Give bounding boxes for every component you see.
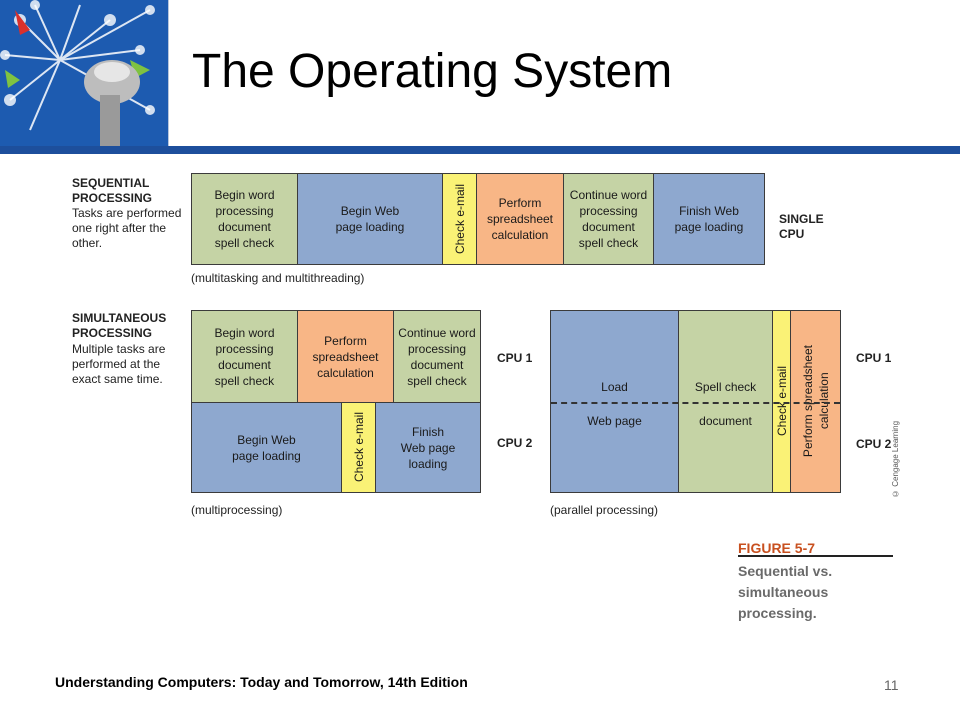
multi-cpu1-spreadsheet: Perform spreadsheet calculation (297, 310, 394, 403)
dandelion-logo (0, 0, 168, 146)
multi-cpu1-continue-word: Continue word processing document spell … (393, 310, 481, 403)
sequential-caption: (multitasking and multithreading) (191, 271, 365, 285)
multi-cpu1-label: CPU 1 (497, 351, 533, 365)
multi-cpu2-label: CPU 2 (497, 436, 533, 450)
figure-label: FIGURE 5-7 (738, 540, 816, 556)
parallel-cpu1-label: CPU 1 (856, 351, 892, 365)
parallel-caption: (parallel processing) (550, 503, 659, 517)
parallel-load-web: Load Web page (550, 310, 679, 493)
parallel-spell-check: Spell check document (678, 310, 773, 493)
multi-cpu2-check-email: Check e-mail (341, 402, 376, 493)
multi-cpu1-begin-word: Begin word processing document spell che… (191, 310, 298, 403)
multi-cpu2-begin-web: Begin Web page loading (191, 402, 342, 493)
page-number: 11 (884, 677, 899, 693)
seq-block-begin-word: Begin word processing document spell che… (191, 173, 298, 265)
header-divider-line (168, 0, 169, 146)
simultaneous-description: Multiple tasks are performed at the exac… (72, 342, 166, 386)
slide-title: The Operating System (192, 45, 673, 98)
parallel-spell-top: Spell check (694, 380, 757, 394)
figure-rule (738, 555, 893, 557)
parallel-load-top: Load (601, 380, 628, 394)
parallel-spreadsheet: Perform spreadsheet calculation (790, 310, 841, 493)
copyright-credit: © Cengage Learning (891, 420, 900, 498)
dandelion-logo-graphic (0, 0, 168, 146)
multi-cpu2-finish-web: Finish Web page loading (375, 402, 481, 493)
seq-block-check-email: Check e-mail (442, 173, 477, 265)
parallel-load-bottom: Web page (587, 414, 642, 428)
simultaneous-heading: SIMULTANEOUS PROCESSING (72, 311, 167, 340)
parallel-cpu-divider (551, 402, 840, 404)
sequential-heading: SEQUENTIAL PROCESSING (72, 176, 153, 205)
parallel-cpu2-label: CPU 2 (856, 437, 892, 451)
header-band (0, 146, 960, 154)
footer-text: Understanding Computers: Today and Tomor… (55, 674, 468, 690)
seq-block-continue-word: Continue word processing document spell … (563, 173, 654, 265)
seq-block-begin-web: Begin Web page loading (297, 173, 443, 265)
seq-block-spreadsheet: Perform spreadsheet calculation (476, 173, 564, 265)
sequential-description: Tasks are performed one right after the … (72, 206, 182, 250)
seq-block-finish-web: Finish Web page loading (653, 173, 765, 265)
figure-description: Sequential vs. simultaneous processing. (738, 563, 833, 621)
parallel-spell-bottom: document (699, 414, 752, 428)
single-cpu-label: SINGLE CPU (779, 212, 824, 241)
multiprocessing-caption: (multiprocessing) (191, 503, 283, 517)
